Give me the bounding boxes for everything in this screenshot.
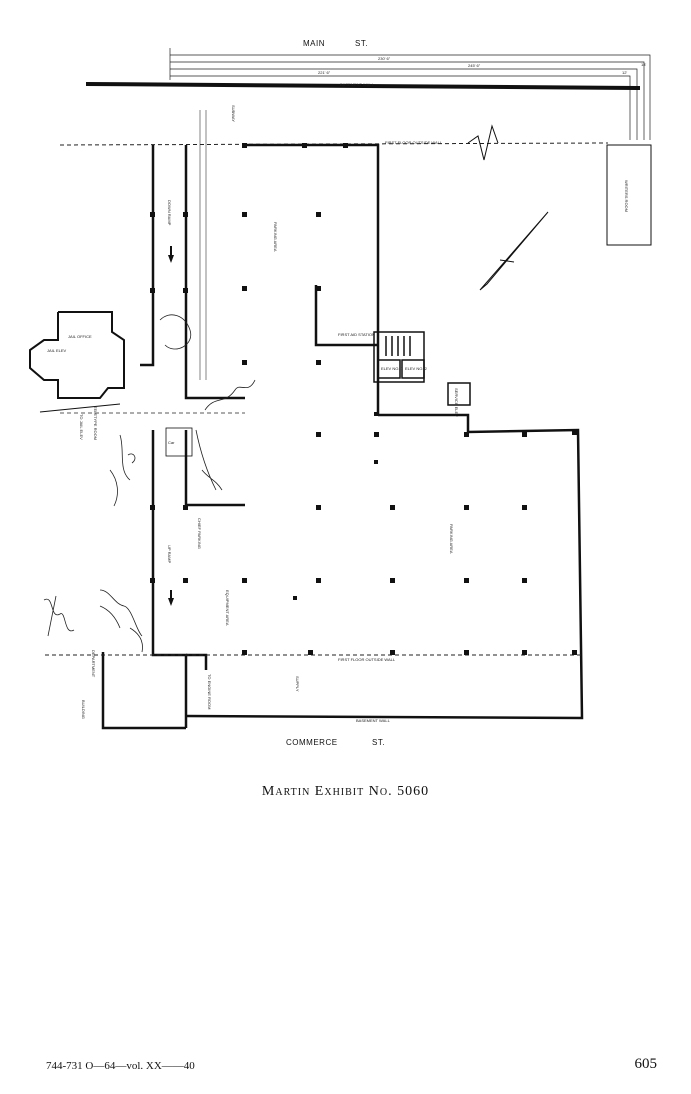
jail-office-label: JAIL OFFICE	[68, 334, 92, 339]
teletype-room-label: TELETYPE ROOM	[93, 406, 98, 440]
dimension-label-3: 221' 6"	[318, 70, 331, 75]
jail-office	[29, 311, 125, 413]
to-engine-room-label: TO ENGINE ROOM	[207, 674, 212, 709]
ramp-direction-arrows	[168, 246, 174, 606]
annex-label: WRITERS ROOM	[624, 180, 629, 212]
footer-print-code: 744-731 O—64—vol. XX——40	[46, 1060, 195, 1072]
north-arrow-icon	[479, 211, 549, 291]
jail-elev-label: JAIL ELEV	[47, 348, 67, 353]
main-street-suffix: ST.	[355, 39, 368, 48]
down-ramp-label: DOWN RAMP	[167, 200, 172, 226]
equipment-area-label: EQUIPMENT AREA	[225, 590, 230, 626]
side-note-a: DEPARTMENT	[91, 650, 96, 678]
first-floor-outside-wall-bottom-label: FIRST FLOOR OUTSIDE WALL	[338, 657, 396, 662]
side-note-b: BUILDING	[81, 700, 86, 719]
dimension-label-2: 245' 6"	[468, 63, 481, 68]
dimension-label-5: 12'	[622, 70, 627, 75]
first-aid-station-label: FIRST AID STATION	[338, 332, 375, 337]
elev-2-label: ELEV NO. 2	[405, 366, 428, 371]
basement-wall-top	[85, 82, 641, 90]
car-marker	[165, 427, 193, 457]
service-elev-label: SERVICE ELEV	[454, 388, 459, 417]
dimension-lines	[169, 48, 651, 140]
basement-wall-top-label: BASEMENT WALL	[340, 82, 375, 87]
dimension-label-1: 230' 6"	[378, 56, 391, 61]
elevator-core	[373, 331, 471, 406]
up-ramp-label: UP RAMP	[167, 545, 172, 563]
page-number: 605	[634, 1056, 658, 1072]
floor-plan-diagram: MAIN ST. 230' 6" 245' 6" 221' 6" 18' 12'…	[29, 39, 652, 747]
chief-parking-label: CHIEF PARKING	[197, 518, 202, 549]
dimension-label-4: 18'	[641, 62, 646, 67]
main-street-label: MAIN	[303, 39, 325, 48]
main-building-walls	[101, 143, 584, 730]
to-jail-elev-label: TO JAIL ELEV	[79, 414, 84, 440]
handwritten-car-note: Car	[168, 440, 175, 445]
basement-wall-bottom-label: BASEMENT WALL	[356, 718, 391, 723]
subway-label: SUBWAY	[231, 105, 236, 122]
first-floor-outside-wall-top-label: FIRST FLOOR OUTSIDE WALL	[385, 140, 443, 145]
column-grid	[150, 143, 577, 655]
parking-area-label-1: PARKING AREA	[273, 222, 278, 252]
parking-area-label-2: PARKING AREA	[449, 524, 454, 554]
commerce-street-suffix: ST.	[372, 738, 385, 747]
exhibit-caption: Martin Exhibit No. 5060	[261, 784, 430, 799]
supply-label: SUPPLY	[295, 676, 300, 692]
handwritten-annotations	[43, 314, 256, 653]
break-symbol	[467, 124, 499, 161]
annex-building	[606, 144, 652, 246]
elev-1-label: ELEV NO. 1	[381, 366, 404, 371]
commerce-street-label: COMMERCE	[286, 738, 338, 747]
